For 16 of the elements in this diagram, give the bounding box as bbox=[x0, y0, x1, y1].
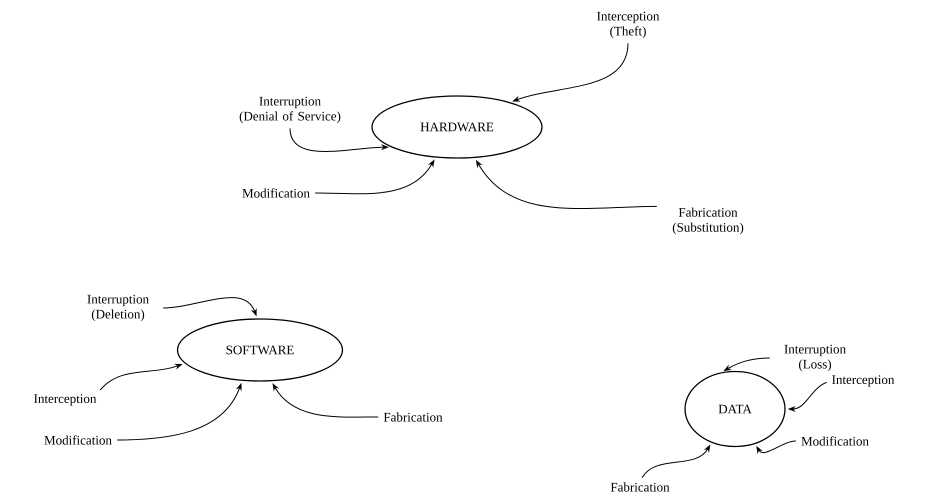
threat-label: Interruption (Deletion) bbox=[87, 294, 149, 322]
threat-label: Interruption (Denial of Service) bbox=[240, 96, 340, 124]
threat-label: Interception bbox=[34, 394, 96, 406]
threat-label: Interception bbox=[832, 375, 894, 387]
threat-label: Modification bbox=[801, 436, 869, 446]
threat-label: Modification bbox=[242, 188, 310, 198]
threat-label: Interception (Theft) bbox=[597, 12, 660, 38]
threat-label: Fabrication bbox=[610, 482, 670, 492]
ellipse-node: SOFTWARE bbox=[176, 318, 344, 382]
arrow bbox=[756, 440, 796, 454]
ellipse-node: HARDWARE bbox=[371, 95, 543, 159]
threat-label: Modification bbox=[44, 435, 112, 445]
ellipse-node: DATA bbox=[684, 370, 786, 448]
threat-label: Fabrication (Substitution) bbox=[672, 208, 744, 234]
threat-label: Fabrication bbox=[384, 412, 442, 422]
threat-label: Interruption (Loss) bbox=[784, 344, 846, 372]
